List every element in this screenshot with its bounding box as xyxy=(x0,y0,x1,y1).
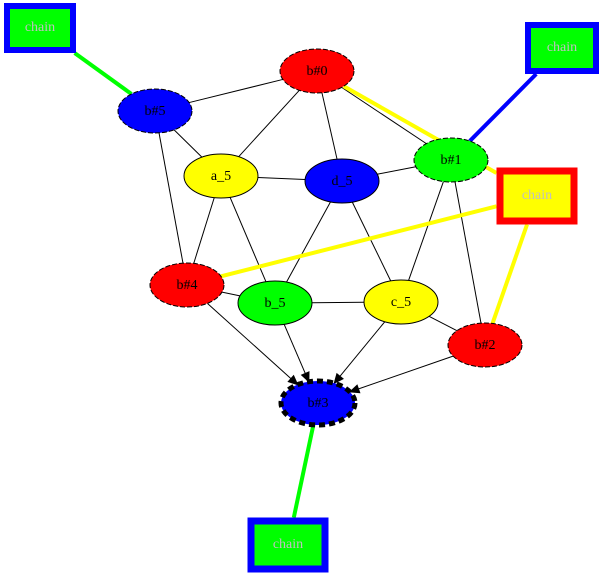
chain-label-chain_tl: chain xyxy=(25,20,55,35)
chain-edge-chain_bot-b3 xyxy=(291,424,316,518)
edge-b1-c5 xyxy=(408,181,444,281)
arrowhead-c5-b3 xyxy=(333,372,344,385)
edge-d5-b1 xyxy=(377,166,416,175)
node-b4: b#4 xyxy=(149,262,225,308)
arrowhead-b4-b3 xyxy=(287,374,299,386)
chain-box-chain_bot: chain xyxy=(247,517,329,573)
edges-layer xyxy=(158,78,482,394)
node-b5: b#5 xyxy=(117,88,193,134)
chain-box-chain_tl: chain xyxy=(4,3,76,53)
node-shape-c5 xyxy=(363,279,439,325)
edge-b1-b2 xyxy=(454,181,482,324)
chain-rect-chain_bot xyxy=(247,517,329,573)
node-shape-a5 xyxy=(183,153,259,199)
node-b1: b#1 xyxy=(413,137,489,183)
node-b5n: b_5 xyxy=(237,280,313,326)
edge-a5-d5 xyxy=(257,177,306,180)
chain-label-chain_bot: chain xyxy=(273,537,303,552)
edge-d5-b5n xyxy=(286,201,331,283)
node-label-b5n: b_5 xyxy=(265,296,286,311)
node-shape-b2 xyxy=(447,322,523,368)
node-label-b5: b#5 xyxy=(145,104,166,119)
arrowhead-b5n-b3 xyxy=(300,371,310,383)
node-label-b0: b#0 xyxy=(307,64,328,79)
edge-b0-a5 xyxy=(238,89,300,158)
chain-box-chain_tr: chain xyxy=(525,22,599,74)
node-a5: a_5 xyxy=(183,153,259,199)
edge-b4-b3 xyxy=(207,302,298,386)
edge-b0-b5 xyxy=(189,78,283,104)
node-label-b2: b#2 xyxy=(475,338,496,353)
node-label-b4: b#4 xyxy=(177,278,198,293)
node-label-b3: b#3 xyxy=(308,396,329,411)
nodes-layer: b#0 b#1 b#2 b#3 b#4 b#5 a_5 b_5 c_5 d_5 xyxy=(117,48,523,428)
chain-box-chain_mr: chain xyxy=(496,167,578,225)
node-label-a5: a_5 xyxy=(211,169,231,184)
edge-b2-b3 xyxy=(349,355,454,393)
edge-b5-a5 xyxy=(173,129,203,158)
node-shape-d5 xyxy=(304,158,380,204)
chain-edge-chain_tl-b5 xyxy=(73,51,133,96)
node-d5: d_5 xyxy=(304,158,380,204)
node-b3: b#3 xyxy=(278,378,358,428)
node-c5: c_5 xyxy=(363,279,439,325)
edge-c5-b2 xyxy=(428,315,458,332)
chain-edge-chain_mr-b2 xyxy=(490,223,529,325)
node-shape-b4 xyxy=(149,262,225,308)
node-shape-b1 xyxy=(413,137,489,183)
edge-b0-d5 xyxy=(321,92,338,160)
chain-rect-chain_mr xyxy=(496,167,578,225)
node-label-b1: b#1 xyxy=(441,153,462,168)
chain-label-chain_mr: chain xyxy=(522,188,552,203)
chain-edge-chain_tr-b1 xyxy=(468,72,538,143)
edge-d5-c5 xyxy=(351,201,392,282)
chain-label-chain_tr: chain xyxy=(547,40,577,55)
chain-rect-chain_tl xyxy=(4,3,76,53)
node-b0: b#0 xyxy=(279,48,355,94)
node-shape-b5 xyxy=(117,88,193,134)
chains-layer: chain chain chain chain xyxy=(4,3,599,573)
chain-rect-chain_tr xyxy=(525,22,599,74)
chain-edge-chain_mr-b4 xyxy=(220,204,497,279)
arrowhead-b2-b3 xyxy=(348,384,361,394)
edge-a5-b4 xyxy=(193,197,215,264)
edge-b5-b4 xyxy=(158,132,184,264)
edge-b0-b1 xyxy=(341,86,427,145)
edge-b5n-b3 xyxy=(283,324,310,382)
node-label-c5: c_5 xyxy=(391,295,411,310)
node-shape-b0 xyxy=(279,48,355,94)
edge-b4-b5n xyxy=(221,291,241,297)
edge-c5-b3 xyxy=(333,321,386,384)
node-b2: b#2 xyxy=(447,322,523,368)
node-label-d5: d_5 xyxy=(332,174,353,189)
node-shape-b5n xyxy=(237,280,313,326)
node-shape-b3 xyxy=(278,378,358,428)
